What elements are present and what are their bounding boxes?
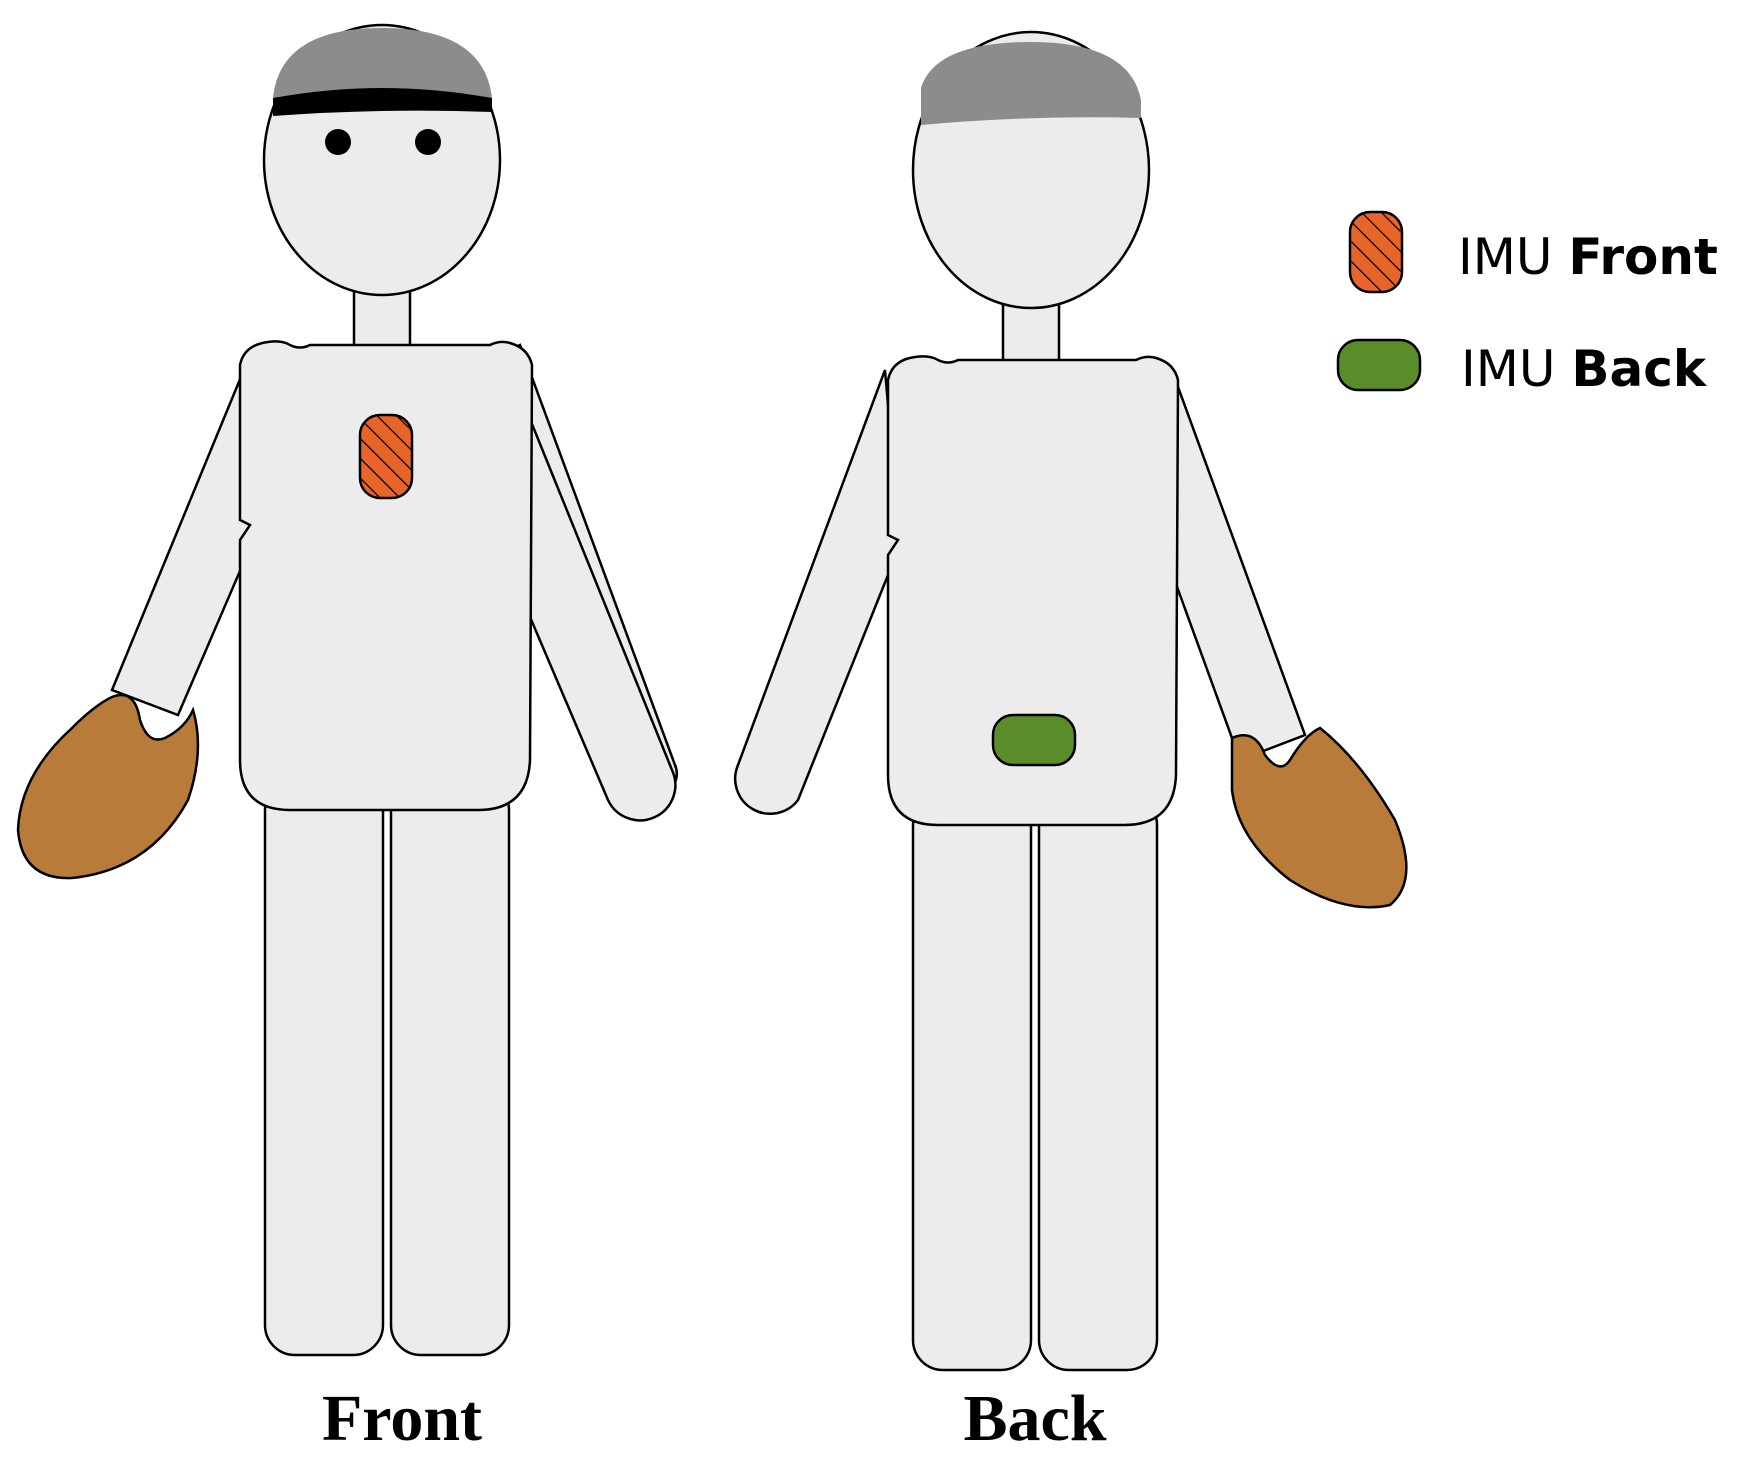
legend: IMU Front IMU Back bbox=[1336, 210, 1718, 398]
back-torso bbox=[886, 355, 1180, 827]
back-cap bbox=[921, 42, 1141, 125]
back-left-leg bbox=[911, 793, 1033, 1372]
front-left-eye bbox=[325, 129, 351, 155]
back-left-arm bbox=[733, 369, 902, 815]
front-caption: Front bbox=[322, 1382, 482, 1455]
back-glove bbox=[1230, 726, 1408, 909]
legend-imu-back-label: IMU Back bbox=[1461, 340, 1708, 398]
legend-imu-front-bold: Front bbox=[1568, 228, 1717, 286]
back-figure bbox=[733, 30, 1408, 1372]
front-glove bbox=[16, 693, 200, 880]
front-figure bbox=[16, 23, 679, 1357]
legend-imu-back-swatch bbox=[1336, 338, 1422, 392]
imu-front-sensor bbox=[358, 413, 414, 500]
back-right-leg bbox=[1037, 793, 1159, 1372]
back-right-arm bbox=[1158, 364, 1307, 762]
front-right-leg bbox=[389, 778, 511, 1357]
back-caption: Back bbox=[963, 1382, 1106, 1455]
front-cap-brim bbox=[273, 88, 492, 116]
front-left-leg bbox=[263, 778, 385, 1357]
front-right-eye bbox=[415, 129, 441, 155]
legend-imu-front-prefix: IMU bbox=[1458, 228, 1552, 286]
imu-back-sensor bbox=[991, 713, 1077, 767]
legend-imu-back-bold: Back bbox=[1571, 340, 1707, 398]
legend-imu-front-label: IMU Front bbox=[1458, 228, 1718, 286]
front-torso bbox=[238, 340, 534, 812]
front-cap bbox=[273, 28, 492, 98]
legend-imu-back-prefix: IMU bbox=[1461, 340, 1555, 398]
legend-imu-front-swatch bbox=[1348, 210, 1404, 294]
